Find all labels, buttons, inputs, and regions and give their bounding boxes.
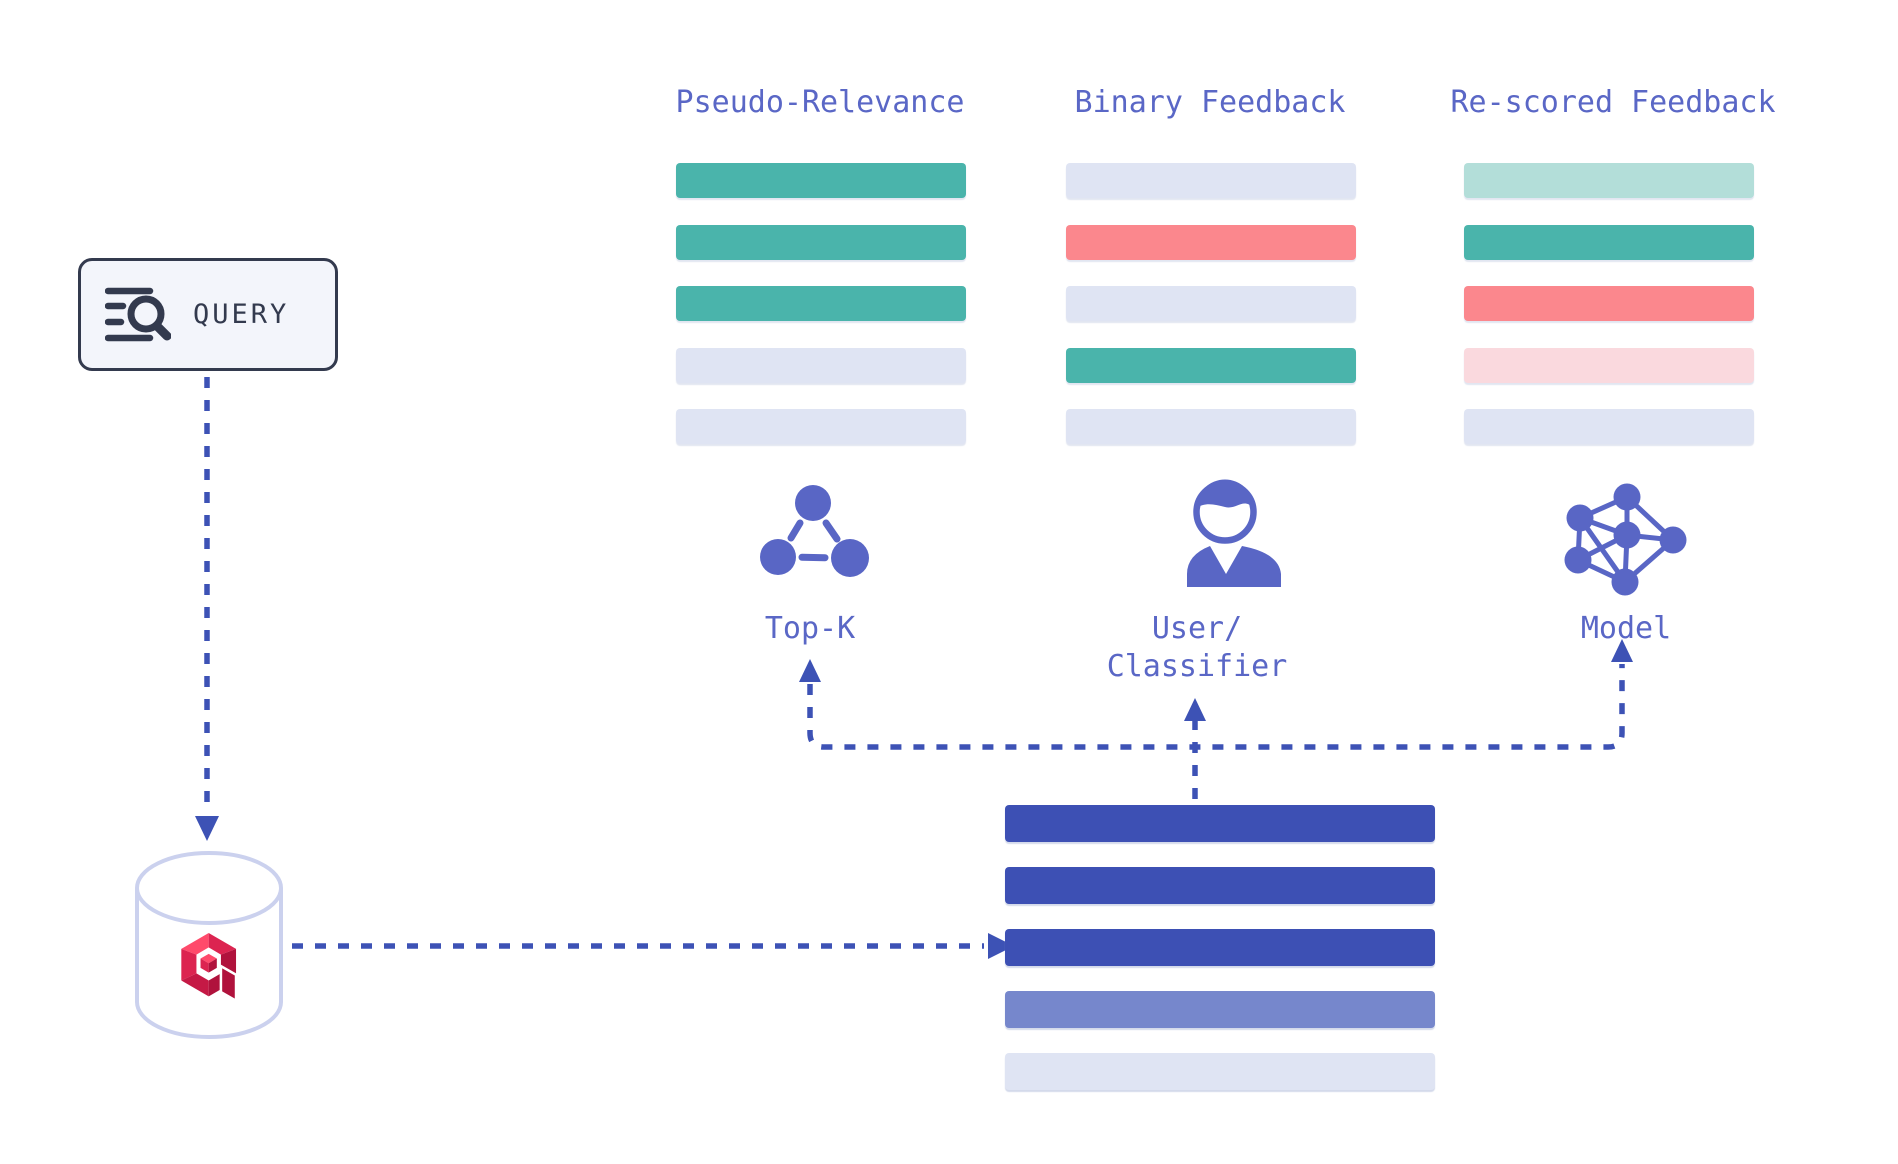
relevance-bar	[676, 224, 966, 260]
feedback-bar	[1066, 286, 1356, 321]
rescored-bar	[1464, 224, 1754, 260]
caption-classifier: Classifier	[1106, 649, 1288, 684]
relevance-bar	[676, 409, 966, 444]
query-label: QUERY	[193, 299, 290, 330]
results-stack	[1005, 805, 1435, 1090]
relevance-bar	[676, 286, 966, 321]
top-k-cluster-icon	[760, 485, 869, 577]
result-bar	[1005, 991, 1435, 1028]
column-title-rescored-feedback: Re-scored Feedback	[1450, 85, 1776, 120]
qdrant-logo	[181, 933, 238, 1003]
binary-feedback-bars	[1066, 163, 1356, 444]
rescored-bar	[1464, 286, 1754, 321]
rescored-bar	[1464, 347, 1754, 383]
feedback-bar	[1066, 224, 1356, 260]
query-to-database-arrow	[195, 377, 219, 841]
rescored-feedback-bars	[1464, 163, 1754, 444]
column-title-pseudo-relevance: Pseudo-Relevance	[675, 85, 965, 120]
query-box: QUERY	[78, 258, 338, 371]
rescored-bar	[1464, 409, 1754, 444]
caption-user: User/	[1151, 611, 1243, 646]
search-list-icon	[105, 287, 171, 341]
results-to-topk-model-arrow	[799, 639, 1633, 750]
model-network-icon	[1564, 483, 1687, 596]
pseudo-relevance-bars	[676, 163, 966, 444]
caption-model: Model	[1580, 611, 1672, 646]
result-bar	[1005, 867, 1435, 904]
column-title-binary-feedback: Binary Feedback	[1074, 85, 1346, 120]
user-classifier-icon	[1187, 479, 1281, 587]
database-cylinder	[135, 851, 283, 1039]
feedback-bar	[1066, 163, 1356, 198]
caption-top-k: Top-K	[764, 611, 856, 646]
results-to-user-arrow	[1184, 698, 1206, 805]
relevance-bar	[676, 163, 966, 198]
feedback-bar	[1066, 347, 1356, 383]
result-bar	[1005, 929, 1435, 966]
feedback-bar	[1066, 409, 1356, 444]
result-bar	[1005, 1053, 1435, 1090]
result-bar	[1005, 805, 1435, 842]
relevance-bar	[676, 347, 966, 383]
database-to-results-arrow	[292, 933, 1014, 959]
rescored-bar	[1464, 163, 1754, 198]
